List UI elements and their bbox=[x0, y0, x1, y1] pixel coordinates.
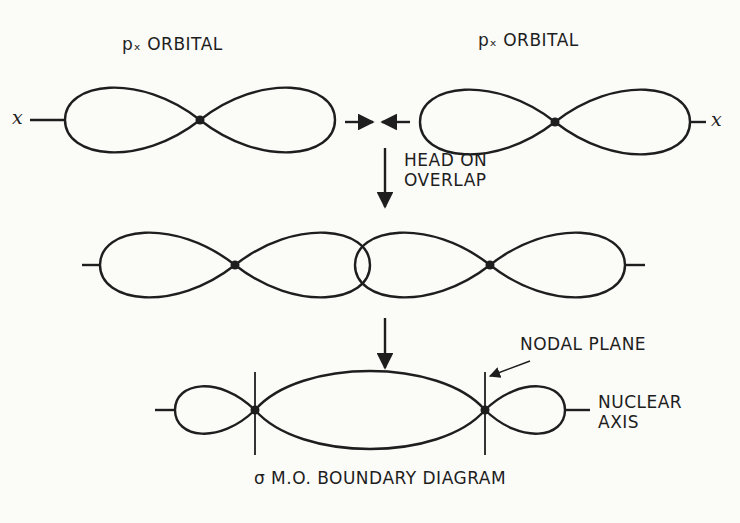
nodal-plane-label: NODAL PLANE bbox=[520, 334, 646, 354]
axis-label: x bbox=[12, 106, 23, 129]
orbital-lobe bbox=[100, 233, 235, 298]
orbital-label: pₓ ORBITAL bbox=[122, 34, 223, 54]
axis-line bbox=[30, 119, 65, 121]
nucleus-dot bbox=[196, 116, 205, 125]
orbital-lobe bbox=[355, 233, 490, 298]
approach-arrow bbox=[382, 121, 410, 123]
nucleus-dot bbox=[251, 406, 260, 415]
orbital-lobe bbox=[175, 386, 255, 433]
axis-line bbox=[690, 121, 706, 123]
nucleus-dot bbox=[481, 406, 490, 415]
axis-line bbox=[565, 409, 590, 411]
axis-name-label: NUCLEAR AXIS bbox=[598, 392, 710, 433]
leader-line bbox=[490, 361, 530, 376]
nucleus-dot bbox=[231, 261, 240, 270]
axis-line bbox=[155, 409, 175, 411]
axis-line bbox=[625, 264, 645, 266]
orbital-lobe bbox=[555, 90, 690, 155]
orbital-lobe bbox=[235, 233, 370, 298]
nucleus-dot bbox=[486, 261, 495, 270]
orbital-lobe bbox=[200, 88, 335, 153]
orbital-lobe bbox=[65, 88, 200, 153]
step-arrow bbox=[384, 318, 386, 368]
axis-label: x bbox=[711, 108, 722, 131]
axis-line bbox=[82, 264, 100, 266]
orbital-lobe bbox=[490, 233, 625, 298]
caption-label: σ M.O. BOUNDARY DIAGRAM bbox=[210, 468, 550, 488]
orbital-lobe bbox=[420, 90, 555, 155]
approach-arrow bbox=[345, 121, 373, 123]
orbital-lobe bbox=[485, 386, 565, 433]
orbital-label: pₓ ORBITAL bbox=[478, 30, 579, 50]
nucleus-dot bbox=[551, 118, 560, 127]
step-label: HEAD ON OVERLAP bbox=[404, 150, 504, 191]
bonding-lobe bbox=[255, 371, 485, 449]
step-arrow bbox=[384, 148, 386, 207]
